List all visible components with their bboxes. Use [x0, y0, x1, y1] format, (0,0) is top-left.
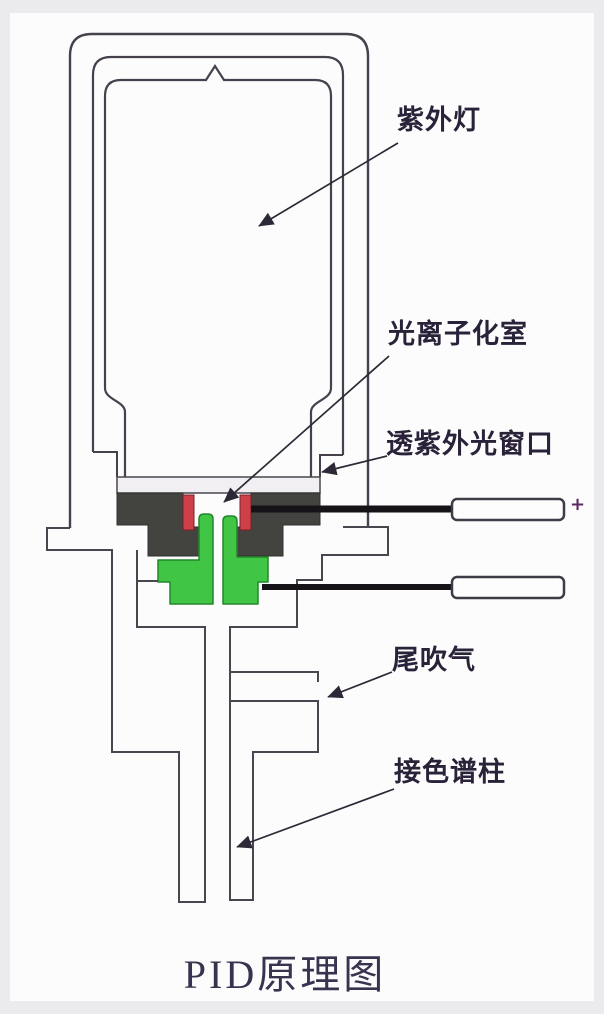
lamp-middle-envelope [91, 55, 345, 455]
electrode-red-right [239, 494, 252, 531]
leader-makeup-gas [327, 671, 393, 699]
label-uv-transparent-window: 透紫外光窗口 [386, 429, 554, 460]
insulator-green-left [157, 513, 214, 605]
label-column-connection: 接色谱柱 [394, 757, 506, 788]
leader-photoionization-chamber [223, 355, 390, 503]
insulator-green-right [222, 515, 269, 605]
window-support-right [319, 454, 343, 477]
lamp-bulb [103, 63, 333, 477]
leader-uv-lamp [258, 142, 399, 227]
leader-column-connection [236, 788, 395, 849]
uv-window [116, 476, 321, 494]
leader-uv-window [321, 455, 388, 476]
connector-pin-top [450, 497, 566, 522]
label-uv-lamp: 紫外灯 [397, 105, 481, 136]
label-photoionization-chamber: 光离子化室 [388, 319, 528, 350]
body-outline-right [229, 526, 389, 901]
lamp-outer-envelope [68, 32, 370, 528]
body-outline-left [46, 527, 206, 903]
electrode-red-left [182, 494, 195, 531]
window-support-left [93, 451, 118, 477]
label-makeup-gas: 尾吹气 [392, 645, 476, 676]
diagram-title: PID原理图 [183, 952, 387, 997]
connector-pin-bottom [450, 575, 566, 600]
makeup-gas-port [230, 671, 319, 682]
polarity-plus-sign: + [570, 494, 586, 515]
